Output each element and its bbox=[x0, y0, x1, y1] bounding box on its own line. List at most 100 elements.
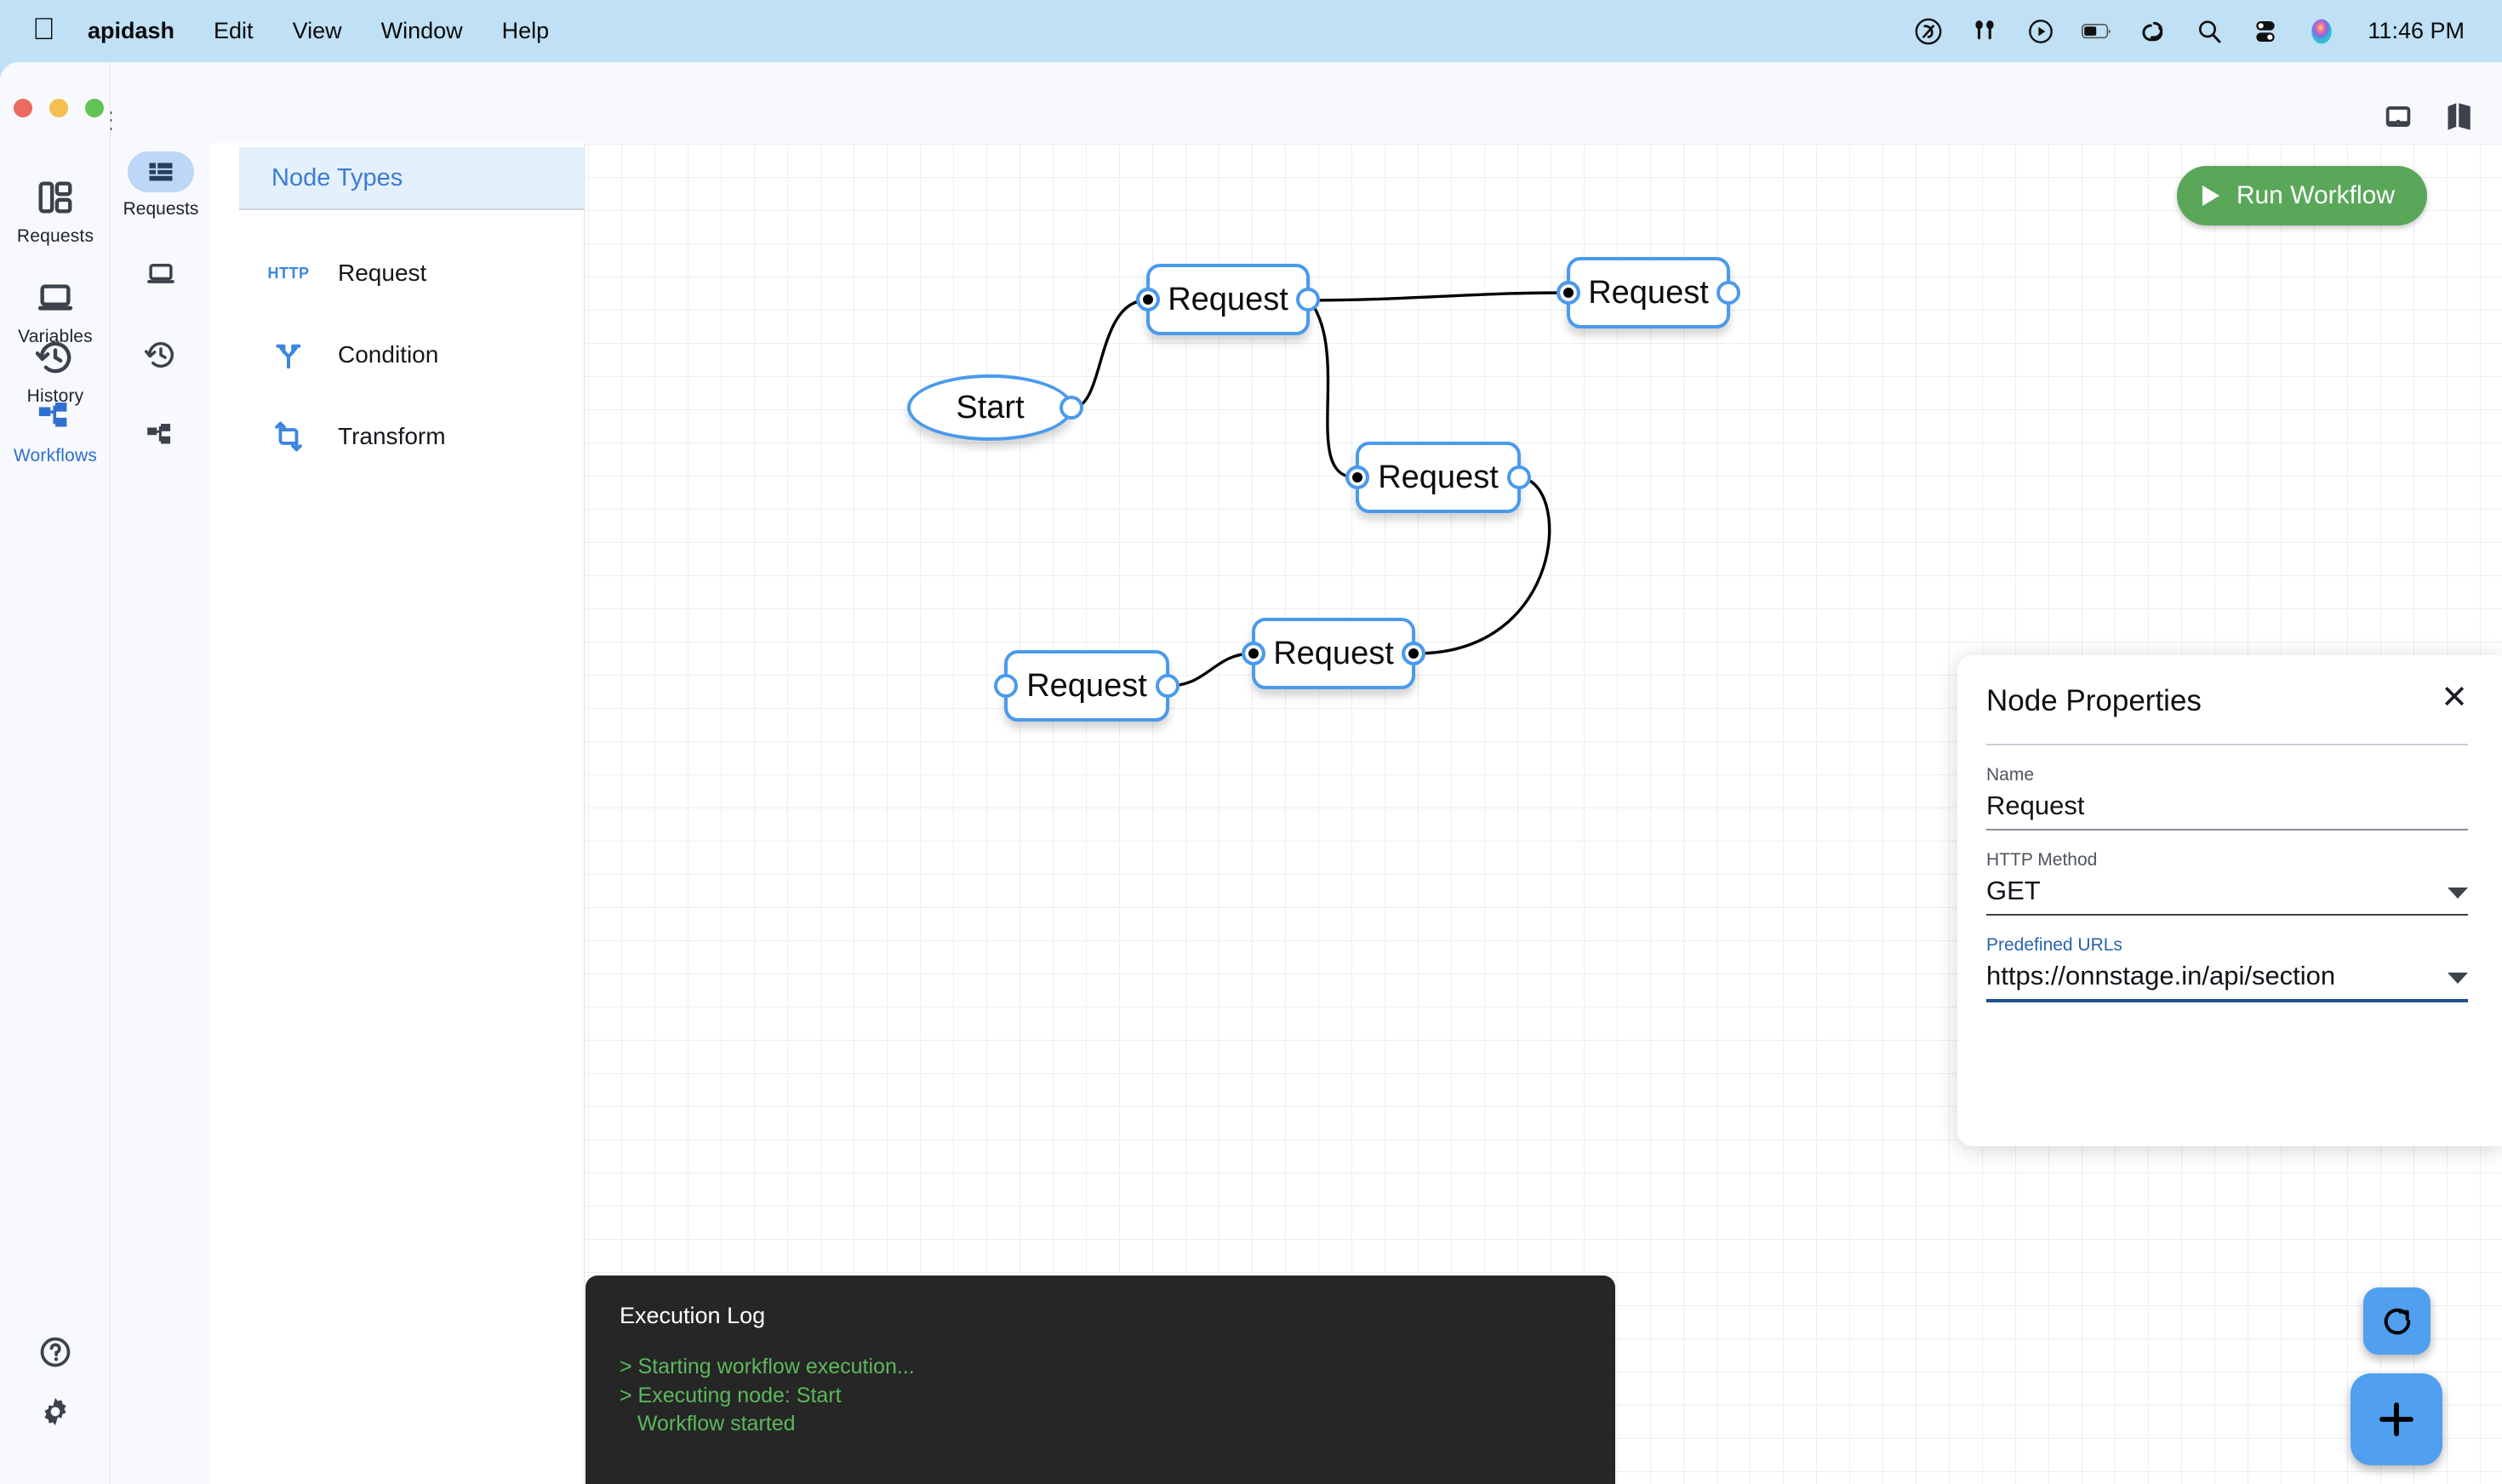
spotlight-search-icon[interactable] bbox=[2194, 16, 2225, 47]
workflow-nodes-icon bbox=[35, 397, 76, 437]
node-properties-divider bbox=[1986, 744, 2468, 745]
execution-log-line: Workflow started bbox=[620, 1412, 796, 1435]
node-type-condition[interactable]: Condition bbox=[239, 314, 584, 396]
add-fab-button[interactable] bbox=[2351, 1373, 2442, 1465]
node-input-port[interactable] bbox=[1557, 281, 1580, 305]
sidebar-item-help[interactable] bbox=[0, 1332, 111, 1373]
workflow-node-request-2[interactable]: Request bbox=[1557, 257, 1740, 328]
menu-item-help[interactable]: Help bbox=[478, 18, 550, 43]
rail2-item-variables[interactable] bbox=[111, 254, 210, 294]
menubar-status-items: 11:46 PM bbox=[1913, 16, 2482, 47]
rail2-item-workflows[interactable] bbox=[111, 415, 210, 456]
field-underline-name bbox=[1986, 829, 2468, 830]
node-output-port[interactable] bbox=[1507, 465, 1531, 489]
rail2-item-requests[interactable]: Requests bbox=[111, 151, 210, 220]
sidebar-item-requests[interactable]: Requests bbox=[0, 177, 111, 247]
menubar-left:  apidash Edit View Window Help bbox=[32, 13, 568, 47]
secondary-sidebar: Requests bbox=[111, 62, 210, 1484]
execution-log-panel: Execution Log > Starting workflow execut… bbox=[586, 1276, 1615, 1484]
workflow-node-label: Request bbox=[1273, 635, 1394, 671]
menubar-clock: 11:46 PM bbox=[2368, 18, 2465, 43]
workflow-nodes-icon bbox=[147, 424, 171, 444]
airpods-icon[interactable] bbox=[1969, 16, 2000, 47]
minimize-window-button[interactable] bbox=[49, 99, 68, 117]
http-method-select[interactable]: GET bbox=[1986, 876, 2468, 914]
node-output-port[interactable] bbox=[1060, 396, 1083, 420]
rail2-label-requests: Requests bbox=[123, 199, 199, 219]
predefined-urls-select[interactable]: https://onnstage.in/api/section bbox=[1986, 961, 2468, 999]
node-type-request[interactable]: HTTP Request bbox=[239, 232, 584, 314]
field-name: Name Request bbox=[1986, 765, 2468, 830]
workflow-node-start[interactable]: Start bbox=[907, 374, 1083, 441]
run-workflow-button[interactable]: Run Workflow bbox=[2176, 166, 2427, 225]
workflow-canvas[interactable]: Start Request Request Request Request bbox=[586, 143, 2502, 1484]
map-view-icon[interactable] bbox=[2442, 100, 2476, 134]
workflow-node-request-4[interactable]: Request bbox=[1242, 618, 1425, 689]
node-type-label-transform: Transform bbox=[338, 423, 446, 449]
rail2-item-history[interactable] bbox=[111, 334, 210, 375]
field-value-predefined-urls: https://onnstage.in/api/section bbox=[1986, 961, 2336, 990]
workflow-node-request-3[interactable]: Request bbox=[1345, 442, 1531, 513]
name-input[interactable]: Request bbox=[1986, 791, 2468, 829]
apple-logo-icon[interactable]:  bbox=[32, 13, 55, 44]
panel-toggle-icon[interactable] bbox=[2381, 100, 2415, 134]
http-text-icon: HTTP bbox=[267, 264, 310, 282]
menu-item-view[interactable]: View bbox=[269, 18, 342, 43]
menu-item-apidash[interactable]: apidash bbox=[65, 18, 174, 43]
node-output-port[interactable] bbox=[1402, 642, 1425, 665]
rail2-pill-requests bbox=[128, 151, 194, 192]
zoom-window-button[interactable] bbox=[85, 99, 104, 117]
field-label-predefined-urls: Predefined URLs bbox=[1986, 935, 2122, 955]
laptop-icon bbox=[35, 277, 76, 318]
play-icon bbox=[2202, 186, 2219, 206]
field-underline-http-method bbox=[1986, 914, 2468, 916]
battery-icon[interactable] bbox=[2082, 16, 2112, 47]
sidebar-label-requests: Requests bbox=[16, 226, 94, 246]
titlebar-actions bbox=[2381, 100, 2476, 134]
app-window: New Workflow Requests Variables Histo bbox=[0, 62, 2502, 1484]
node-output-port[interactable] bbox=[1156, 674, 1180, 698]
node-type-label-condition: Condition bbox=[338, 341, 439, 368]
node-properties-title: Node Properties bbox=[1986, 684, 2202, 717]
sidebar-item-history[interactable]: History bbox=[0, 337, 111, 407]
laptop-icon bbox=[147, 263, 174, 283]
node-type-label-request: Request bbox=[338, 260, 427, 286]
node-input-port[interactable] bbox=[1242, 642, 1265, 665]
sidebar-item-workflows[interactable]: Workflows bbox=[0, 397, 111, 466]
menu-item-edit[interactable]: Edit bbox=[191, 18, 254, 43]
sidebar-item-variables[interactable]: Variables bbox=[0, 277, 111, 347]
sidebar-item-settings[interactable] bbox=[0, 1391, 111, 1432]
chevron-down-icon bbox=[2448, 888, 2468, 899]
node-types-tab-divider bbox=[239, 208, 584, 210]
chevron-down-icon bbox=[2448, 973, 2468, 984]
node-type-transform[interactable]: Transform bbox=[239, 396, 584, 477]
menu-item-window[interactable]: Window bbox=[357, 18, 463, 43]
history-clock-icon bbox=[145, 342, 174, 368]
close-window-button[interactable] bbox=[14, 99, 32, 117]
branch-arrows-icon bbox=[271, 338, 306, 372]
control-center-icon[interactable] bbox=[2250, 16, 2281, 47]
node-types-panel: Node Types HTTP Request Condition Transf… bbox=[210, 62, 585, 1484]
close-icon[interactable]: ✕ bbox=[2441, 680, 2468, 716]
node-input-port[interactable] bbox=[994, 674, 1018, 698]
siri-icon[interactable] bbox=[2306, 16, 2337, 47]
macos-menubar:  apidash Edit View Window Help 11 bbox=[0, 0, 2502, 62]
run-workflow-label: Run Workflow bbox=[2236, 181, 2395, 209]
execution-log-line: > Starting workflow execution... bbox=[620, 1355, 915, 1378]
node-types-tab[interactable]: Node Types bbox=[239, 147, 584, 208]
creative-cloud-icon[interactable] bbox=[1913, 16, 1944, 47]
play-circle-icon[interactable] bbox=[2025, 16, 2056, 47]
sidebar-label-history: History bbox=[26, 386, 84, 406]
workflow-node-request-1[interactable]: Request bbox=[1136, 264, 1320, 335]
refresh-fab-button[interactable] bbox=[2363, 1287, 2431, 1355]
node-input-port[interactable] bbox=[1136, 288, 1160, 311]
vpn-link-icon[interactable] bbox=[2138, 16, 2168, 47]
field-http-method: HTTP Method GET bbox=[1986, 850, 2468, 916]
node-output-port[interactable] bbox=[1296, 288, 1320, 311]
history-clock-icon bbox=[35, 337, 76, 378]
node-input-port[interactable] bbox=[1345, 465, 1369, 489]
workflow-node-request-5[interactable]: Request bbox=[994, 650, 1180, 722]
node-output-port[interactable] bbox=[1717, 281, 1740, 305]
list-view-icon bbox=[149, 163, 173, 181]
field-underline-predefined-urls bbox=[1986, 999, 2468, 1002]
